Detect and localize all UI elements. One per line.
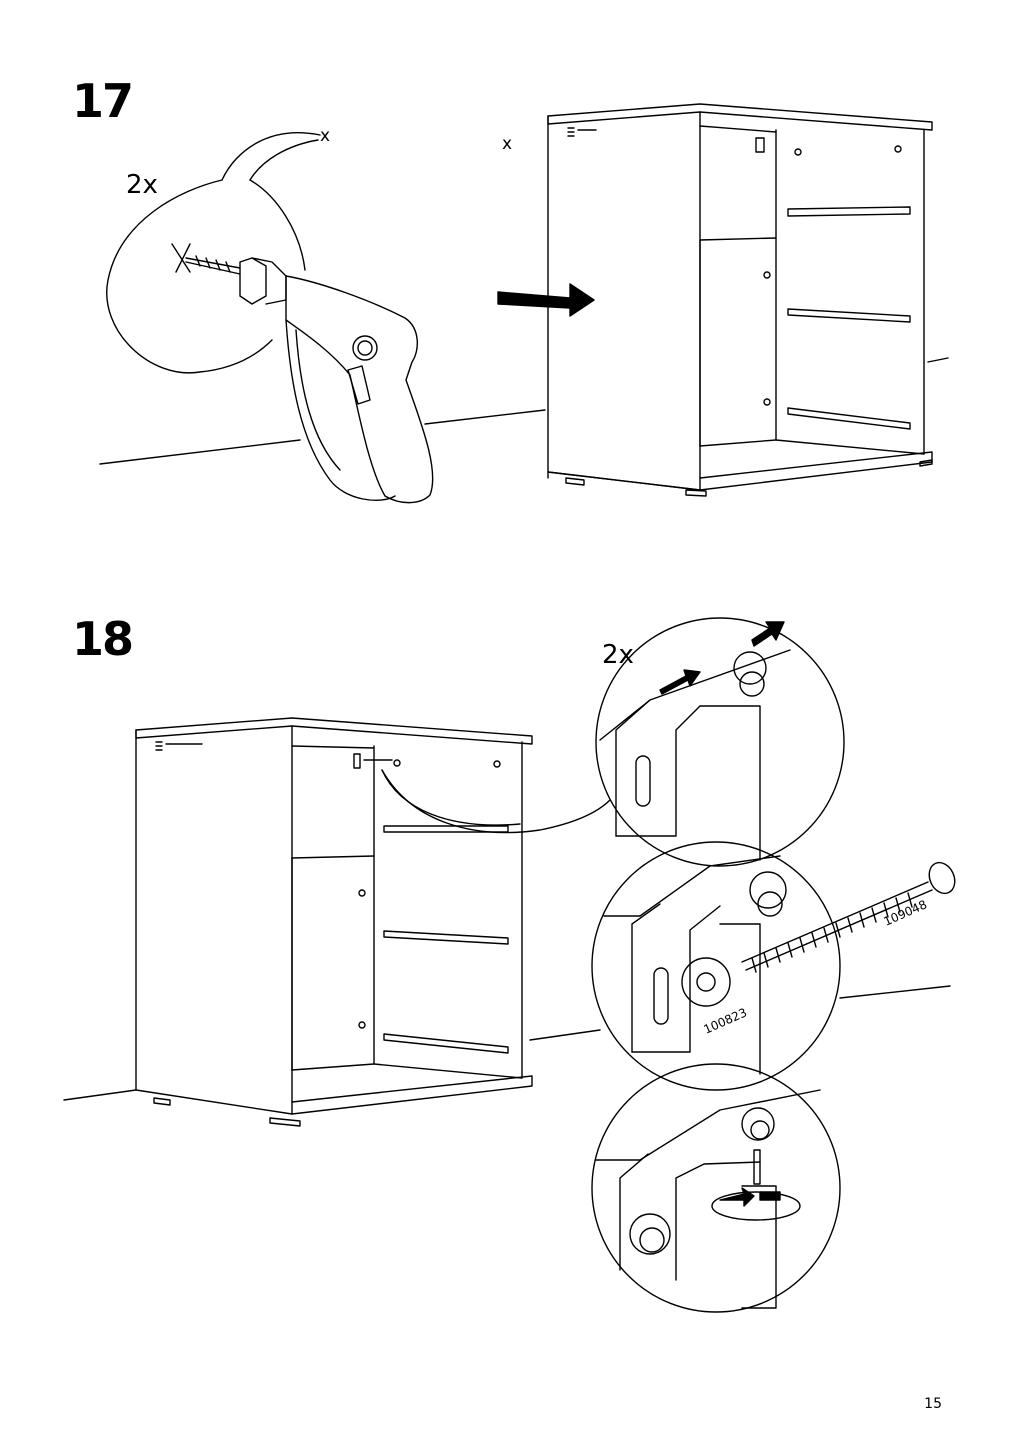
step17-mark-2: x: [502, 134, 513, 154]
step18-quantity-label: 2x: [602, 640, 634, 670]
step18-detail-screwdriver: [591, 1063, 841, 1313]
step-number-17: 17: [72, 74, 134, 128]
step17-mark-1: x: [320, 126, 331, 146]
step17-cabinet-illustration: [497, 103, 949, 497]
step17-drill-illustration: [99, 132, 546, 504]
step18-cabinet-illustration: [63, 717, 611, 1127]
step17-quantity-label: 2x: [126, 170, 158, 200]
step18-detail-screw: 109048 100823: [591, 841, 956, 1091]
part-number-label-2: 100823: [702, 1005, 750, 1036]
step-number-18: 18: [72, 612, 134, 666]
page-number: 15: [924, 1396, 942, 1412]
step18-detail-bracket: [595, 617, 845, 867]
